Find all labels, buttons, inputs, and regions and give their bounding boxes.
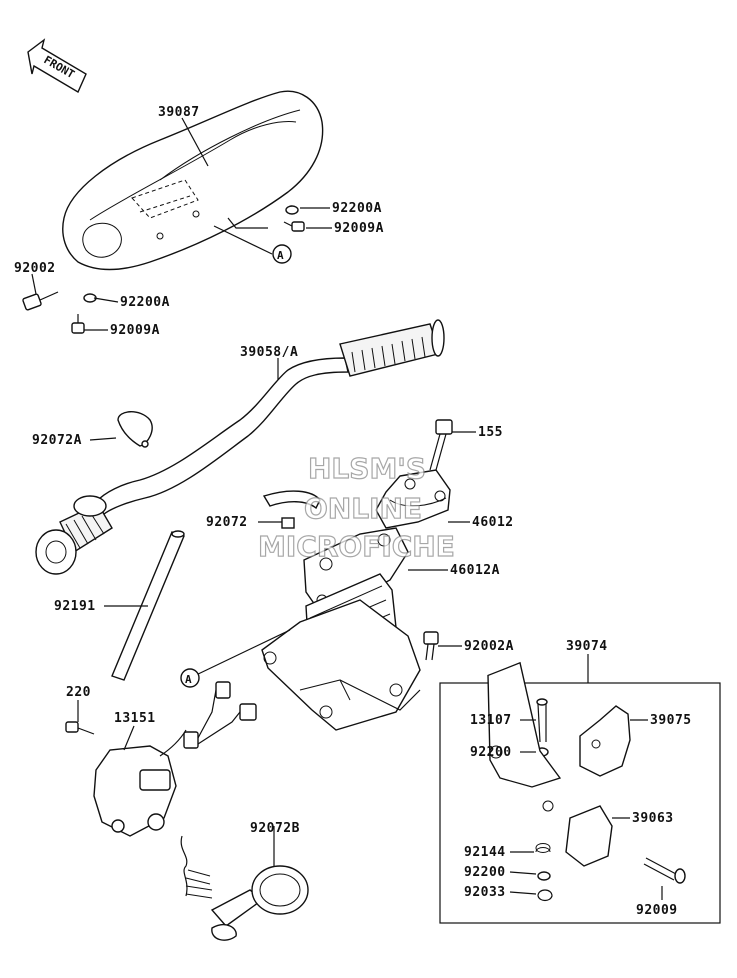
clip-92072B: [180, 835, 309, 941]
bolt-92002A: [423, 631, 439, 661]
label-13151: 13151: [114, 711, 156, 726]
callout-a-bottom: A: [180, 668, 200, 688]
bolt-92009A-top: [283, 221, 305, 232]
svg-text:A: A: [277, 249, 284, 262]
screw-220: [65, 721, 95, 735]
label-39058A: 39058/A: [240, 345, 298, 360]
pin-13107: [536, 698, 548, 743]
watermark-line2: ONLINE: [304, 492, 422, 525]
label-92002A: 92002A: [464, 639, 514, 654]
bolt-155: [429, 419, 453, 471]
washer-92200A-top: [285, 205, 299, 215]
label-92200: 92200: [470, 745, 512, 760]
label-92009: 92009: [636, 903, 678, 918]
label-92200A-low: 92200A: [120, 295, 170, 310]
part-labels: 39087 92200A 92009A 92002 92200A 92009A …: [14, 105, 692, 918]
cover-39063: [565, 805, 613, 867]
label-92072: 92072: [206, 515, 248, 530]
bolt-92009A-low: [71, 314, 85, 334]
label-92009A-top: 92009A: [334, 221, 384, 236]
label-92002: 92002: [14, 261, 56, 276]
cable-strap-92072A: [117, 411, 153, 448]
callout-a-top: A: [272, 244, 292, 264]
handlebar-part: [35, 319, 445, 575]
switch-13151: [93, 729, 187, 837]
circlip-92033: [537, 889, 553, 902]
spring-92144: [535, 843, 551, 853]
watermark-line3: MICROFICHE: [258, 530, 455, 563]
label-155: 155: [478, 425, 503, 440]
washer-92200-b: [537, 871, 551, 881]
label-39074: 39074: [566, 639, 608, 654]
assembly-box-39074: [439, 682, 721, 924]
label-92200-b: 92200: [464, 865, 506, 880]
steering-column: [261, 573, 421, 731]
label-92144: 92144: [464, 845, 506, 860]
label-46012: 46012: [472, 515, 514, 530]
watermark-line1: HLSM'S: [308, 452, 426, 485]
label-92009A-low: 92009A: [110, 323, 160, 338]
label-92191: 92191: [54, 599, 96, 614]
clamp-46012: [375, 469, 451, 529]
bolt-92002: [22, 291, 59, 311]
label-92200A-top: 92200A: [332, 201, 382, 216]
svg-text:A: A: [185, 673, 192, 686]
screw-92009: [643, 857, 686, 884]
label-46012A: 46012A: [450, 563, 500, 578]
watermark: HLSM'S ONLINE MICROFICHE: [257, 451, 455, 563]
label-92033: 92033: [464, 885, 506, 900]
label-39075: 39075: [650, 713, 692, 728]
label-13107: 13107: [470, 713, 512, 728]
leader-lines: [31, 117, 663, 900]
housing: [487, 661, 562, 812]
cable-strap-92072: [262, 490, 321, 529]
connectors: [183, 681, 257, 749]
label-39087: 39087: [158, 105, 200, 120]
label-39063: 39063: [632, 811, 674, 826]
handlebar-cover-part: [62, 90, 324, 271]
label-220: 220: [66, 685, 91, 700]
label-92072B: 92072B: [250, 821, 300, 836]
front-arrow-icon: FRONT: [27, 38, 87, 94]
lever-39075: [579, 705, 631, 777]
label-92072A: 92072A: [32, 433, 82, 448]
